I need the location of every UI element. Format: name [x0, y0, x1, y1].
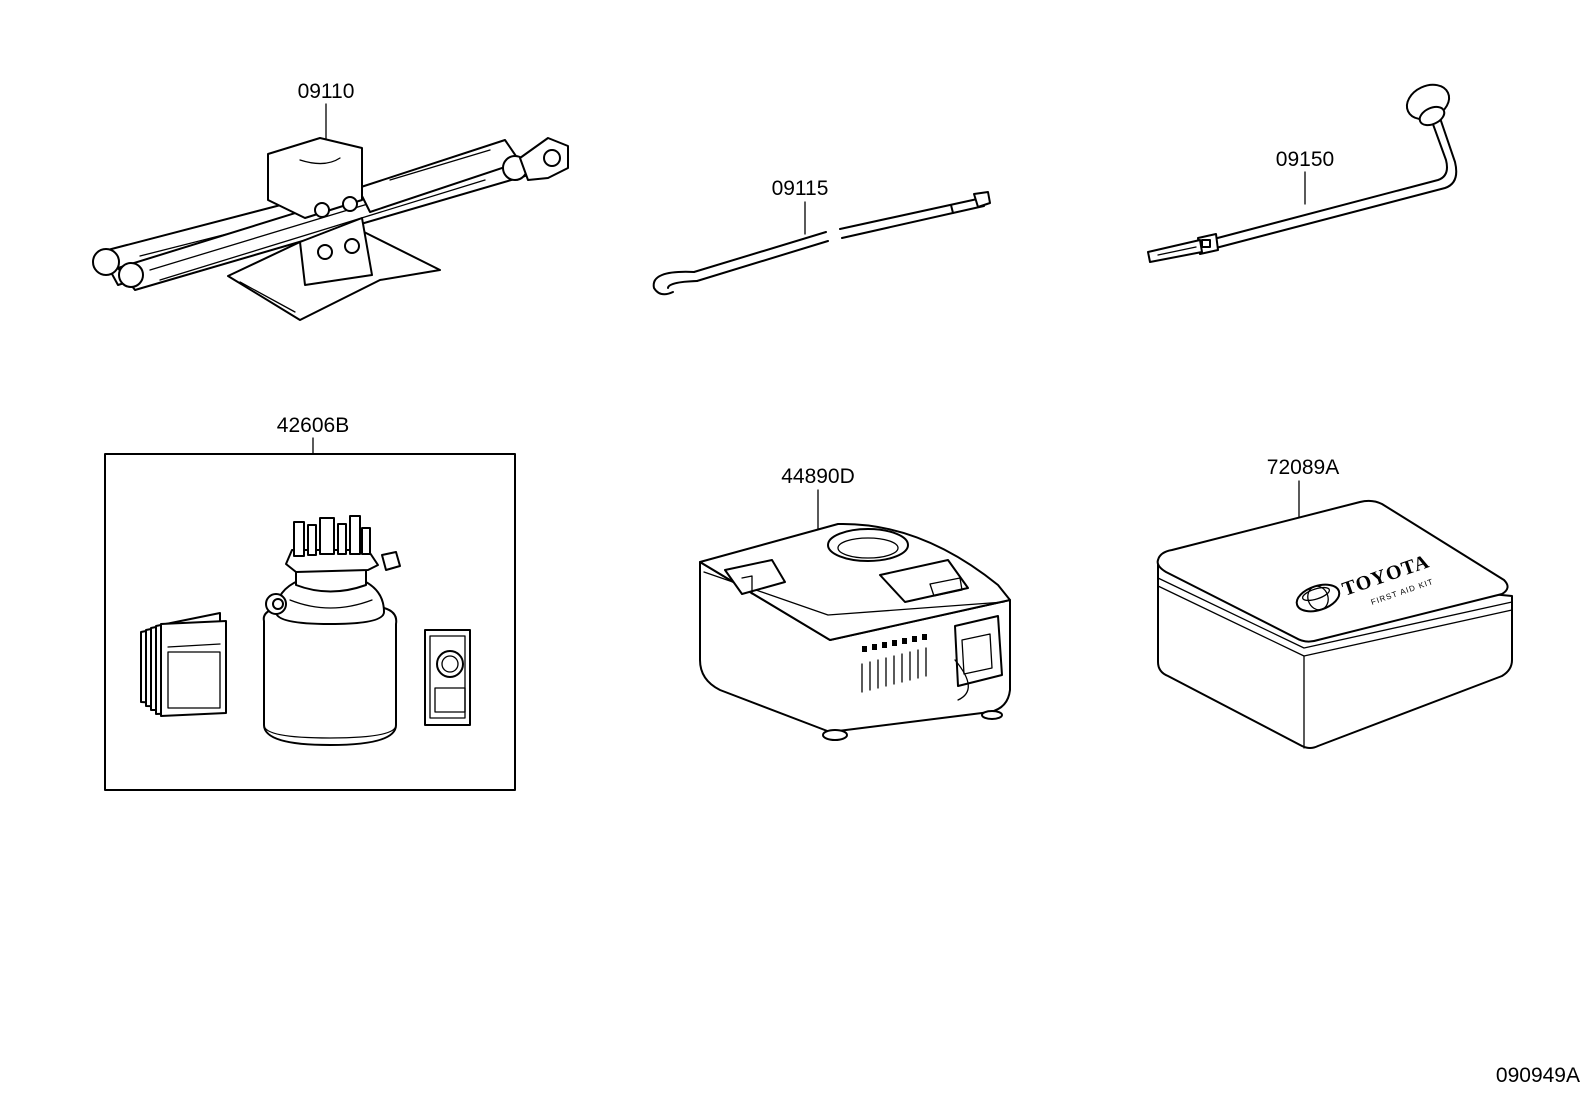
wheel-nut-wrench[interactable]: 09150	[1147, 78, 1458, 263]
part-label-42606B: 42606B	[277, 414, 349, 437]
diagram-code: 090949A	[1496, 1064, 1580, 1087]
part-label-72089A: 72089A	[1267, 456, 1339, 479]
tire-repair-kit[interactable]: 42606B	[104, 414, 516, 791]
scissor-jack[interactable]: 09110	[92, 80, 569, 321]
warning-sticker	[424, 629, 471, 726]
part-label-09115: 09115	[772, 177, 829, 200]
toyota-logo	[1295, 583, 1341, 613]
part-label-09110: 09110	[298, 80, 355, 103]
jack-handle[interactable]: 09115	[652, 177, 991, 296]
instruction-booklet	[140, 612, 227, 717]
part-label-09150: 09150	[1276, 148, 1334, 171]
vent-grille	[861, 634, 927, 693]
sealant-bottle	[262, 515, 401, 746]
tire-compressor[interactable]: 44890D	[699, 465, 1011, 741]
part-label-44890D: 44890D	[781, 465, 855, 488]
kit-frame	[104, 453, 516, 791]
first-aid-kit[interactable]: 72089A TOYOTA FIRST AID KIT	[1156, 456, 1513, 749]
